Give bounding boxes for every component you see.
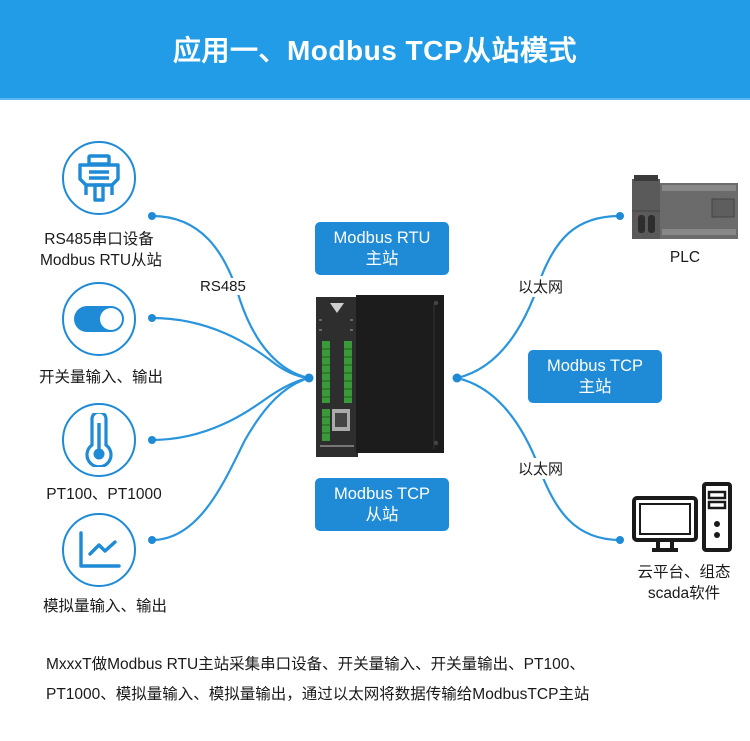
box-line: Modbus TCP [547,356,643,375]
line-switch-io [151,316,310,380]
thermometer-label: PT100、PT1000 [36,484,172,505]
dot-serial [148,212,156,220]
header-banner: 应用一、Modbus TCP从站模式 [0,0,750,100]
modbus-tcp-master-box: Modbus TCP 主站 [528,350,662,403]
computer-label: 云平台、组态 scada软件 [626,562,742,604]
io-module-image [316,295,444,457]
box-line: Modbus TCP [334,484,430,503]
modbus-tcp-slave-box: Modbus TCP 从站 [315,478,449,531]
box-line: Modbus RTU [333,228,431,247]
dot-plc [616,212,624,220]
plc-label: PLC [655,247,715,268]
serial-device-node [62,141,136,215]
label-line: 开关量输入、输出 [38,369,163,386]
switch-io-node [62,282,136,356]
serial-port-icon [78,154,120,202]
computer-node [632,482,734,554]
rs485-edge-label: RS485 [198,278,248,295]
plc-icon [632,175,738,239]
box-line: 从站 [365,505,399,524]
dot-computer [616,536,624,544]
description-line: MxxxT做Modbus RTU主站采集串口设备、开关量输入、开关量输出、PT1… [46,656,585,673]
dot-switch [148,314,156,322]
box-line: 主站 [578,377,612,396]
label-line: 云平台、组态 [637,564,731,581]
line-chart-icon [79,531,121,568]
modbus-rtu-master-box: Modbus RTU 主站 [315,222,449,275]
io-module-device [316,295,446,460]
thermometer-icon [85,413,113,467]
serial-device-label: RS485串口设备 Modbus RTU从站 [40,229,163,271]
dot-left-hub [304,373,314,383]
label-line: Modbus RTU从站 [40,252,163,269]
dot-thermo [148,436,156,444]
dot-analog [148,536,156,544]
thermometer-node [62,403,136,477]
box-line: 主站 [365,249,399,268]
analog-io-label: 模拟量输入、输出 [40,596,170,617]
label-line: PT100、PT1000 [46,486,162,503]
label-line: RS485串口设备 [44,231,154,248]
plc-node [630,173,740,241]
description-line: PT1000、模拟量输入、模拟量输出，通过以太网将数据传输给ModbusTCP主… [46,686,590,703]
toggle-switch-icon [74,306,124,332]
ethernet-edge-label-top: 以太网 [516,276,566,297]
switch-io-label: 开关量输入、输出 [36,367,166,388]
label-line: PLC [669,249,701,266]
computer-icon [632,482,732,552]
label-line: 模拟量输入、输出 [42,598,167,615]
label-line: scada软件 [647,585,721,602]
line-thermometer [151,376,310,442]
line-serial-device [151,214,310,380]
description-text: MxxxT做Modbus RTU主站采集串口设备、开关量输入、开关量输出、PT1… [46,650,736,710]
dot-right-hub [452,373,462,383]
line-analog-io [151,376,310,542]
analog-io-node [62,513,136,587]
page-title: 应用一、Modbus TCP从站模式 [172,35,578,66]
ethernet-edge-label-bottom: 以太网 [516,458,566,479]
